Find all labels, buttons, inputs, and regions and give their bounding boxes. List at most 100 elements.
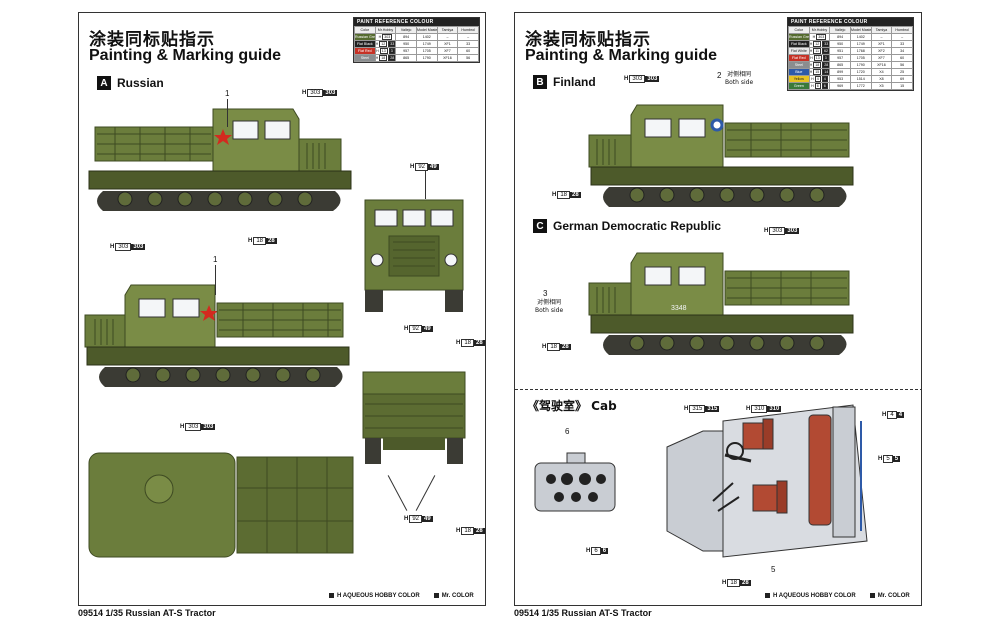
vallejo-cell: 894 xyxy=(395,32,417,41)
swatch-cell: Blue xyxy=(788,67,810,76)
left-footer-legend: H AQUEOUS HOBBY COLOR Mr. COLOR xyxy=(329,593,474,599)
tamiya-cell: XF7 xyxy=(436,46,459,55)
title-english: Painting & Marking guide xyxy=(525,47,718,64)
h-code: 4 xyxy=(887,411,897,419)
h-code: 303 xyxy=(382,34,393,39)
section-c-title: German Democratic Republic xyxy=(553,219,722,233)
marker-2: 2 xyxy=(717,71,722,80)
cab-window xyxy=(678,266,706,286)
cab-window xyxy=(172,298,200,318)
dashboard-top xyxy=(566,452,586,464)
gdr-side-view xyxy=(588,252,854,355)
tamiya-cell: XF7 xyxy=(870,53,893,62)
paint-reference-table: PAINT REFERENCE COLOUR Color Mr.Hobby Va… xyxy=(353,17,480,63)
h-code: 6 xyxy=(591,547,601,555)
tamiya-cell: X4 xyxy=(870,67,893,76)
note-2: 对侧相同 Both side xyxy=(725,71,753,86)
humbrol-cell: 15 xyxy=(891,81,913,90)
section-a-heading: A Russian xyxy=(97,76,164,90)
h-mark: H xyxy=(809,69,813,74)
tamiya-cell: XF1 xyxy=(870,39,893,48)
rear-hull xyxy=(383,438,445,450)
h-code: 92 xyxy=(409,515,423,523)
vallejo-cell: 953 xyxy=(829,74,851,83)
section-divider xyxy=(515,389,921,390)
modelmaster-cell: 1514 xyxy=(849,74,872,83)
h-code: 13 xyxy=(813,55,822,60)
dashboard-body xyxy=(534,462,616,512)
c-code: 315 xyxy=(705,406,720,412)
swatch-cell: Flat Red xyxy=(354,46,376,55)
leader-line xyxy=(387,475,408,511)
h-code: 13 xyxy=(379,48,388,53)
humbrol-cell: 34 xyxy=(891,46,913,55)
rear-track xyxy=(447,438,463,464)
h-mark: H xyxy=(882,412,887,418)
humbrol-cell: 60 xyxy=(457,46,479,55)
vallejo-cell: 865 xyxy=(829,60,851,69)
h-code: 303 xyxy=(115,243,132,251)
vallejo-cell: 899 xyxy=(829,67,851,76)
swatch-cell: Flat Black xyxy=(788,39,810,48)
hull-lower xyxy=(590,314,854,334)
leader-line xyxy=(227,99,228,127)
c-code: 28 xyxy=(740,580,751,586)
c-code: 28 xyxy=(474,528,485,534)
modelmaster-cell: 1768 xyxy=(849,46,872,55)
c-code: 14 xyxy=(822,69,829,74)
swatch-cell: Russian Green xyxy=(788,32,810,41)
h-mark: H xyxy=(812,34,816,39)
front-track xyxy=(365,290,383,312)
h-code: 4 xyxy=(814,76,821,81)
hull-lower xyxy=(590,166,854,186)
h-code: 303 xyxy=(769,227,786,235)
modelmaster-cell: 1705 xyxy=(849,53,872,62)
gear-lever xyxy=(712,482,734,502)
left-page-id: 09514 1/35 Russian AT-S Tractor xyxy=(78,608,216,618)
vallejo-cell: 957 xyxy=(395,46,417,55)
left-instruction-sheet: 涂装同标贴指示 Painting & Marking guide PAINT R… xyxy=(78,12,486,606)
modelmaster-cell: 1402 xyxy=(849,32,872,41)
russian-front-view xyxy=(364,199,464,312)
russian-rear-view xyxy=(362,371,466,464)
dashboard-panel xyxy=(534,452,616,512)
h-mark: H xyxy=(376,48,379,53)
modelmaster-cell: 1705 xyxy=(415,46,438,55)
h-mark: H xyxy=(811,83,814,88)
h-mark: H xyxy=(248,238,253,244)
tamiya-cell: X5 xyxy=(870,81,893,90)
tamiya-cell: XF1 xyxy=(436,39,459,48)
h-mark: H xyxy=(809,48,813,53)
humbrol-cell: 60 xyxy=(891,53,913,62)
russian-top-view xyxy=(88,452,354,558)
h-code: 310 xyxy=(751,405,768,413)
modelmaster-cell: 1790 xyxy=(415,53,438,62)
h-mark: H xyxy=(624,76,629,82)
aqueous-legend: H AQUEOUS HOBBY COLOR xyxy=(329,593,420,599)
cab-title: 《驾驶室》 Cab xyxy=(527,399,617,413)
h-mark: H xyxy=(110,244,115,250)
front-track xyxy=(445,290,463,312)
top-hatch xyxy=(144,474,174,504)
h-mark: H xyxy=(375,41,379,46)
h-code: 18 xyxy=(253,237,267,245)
paint-reference-table: PAINT REFERENCE COLOUR Color Mr.Hobby Va… xyxy=(787,17,914,91)
h-code: 303 xyxy=(185,423,202,431)
c-code: 28 xyxy=(388,55,395,60)
